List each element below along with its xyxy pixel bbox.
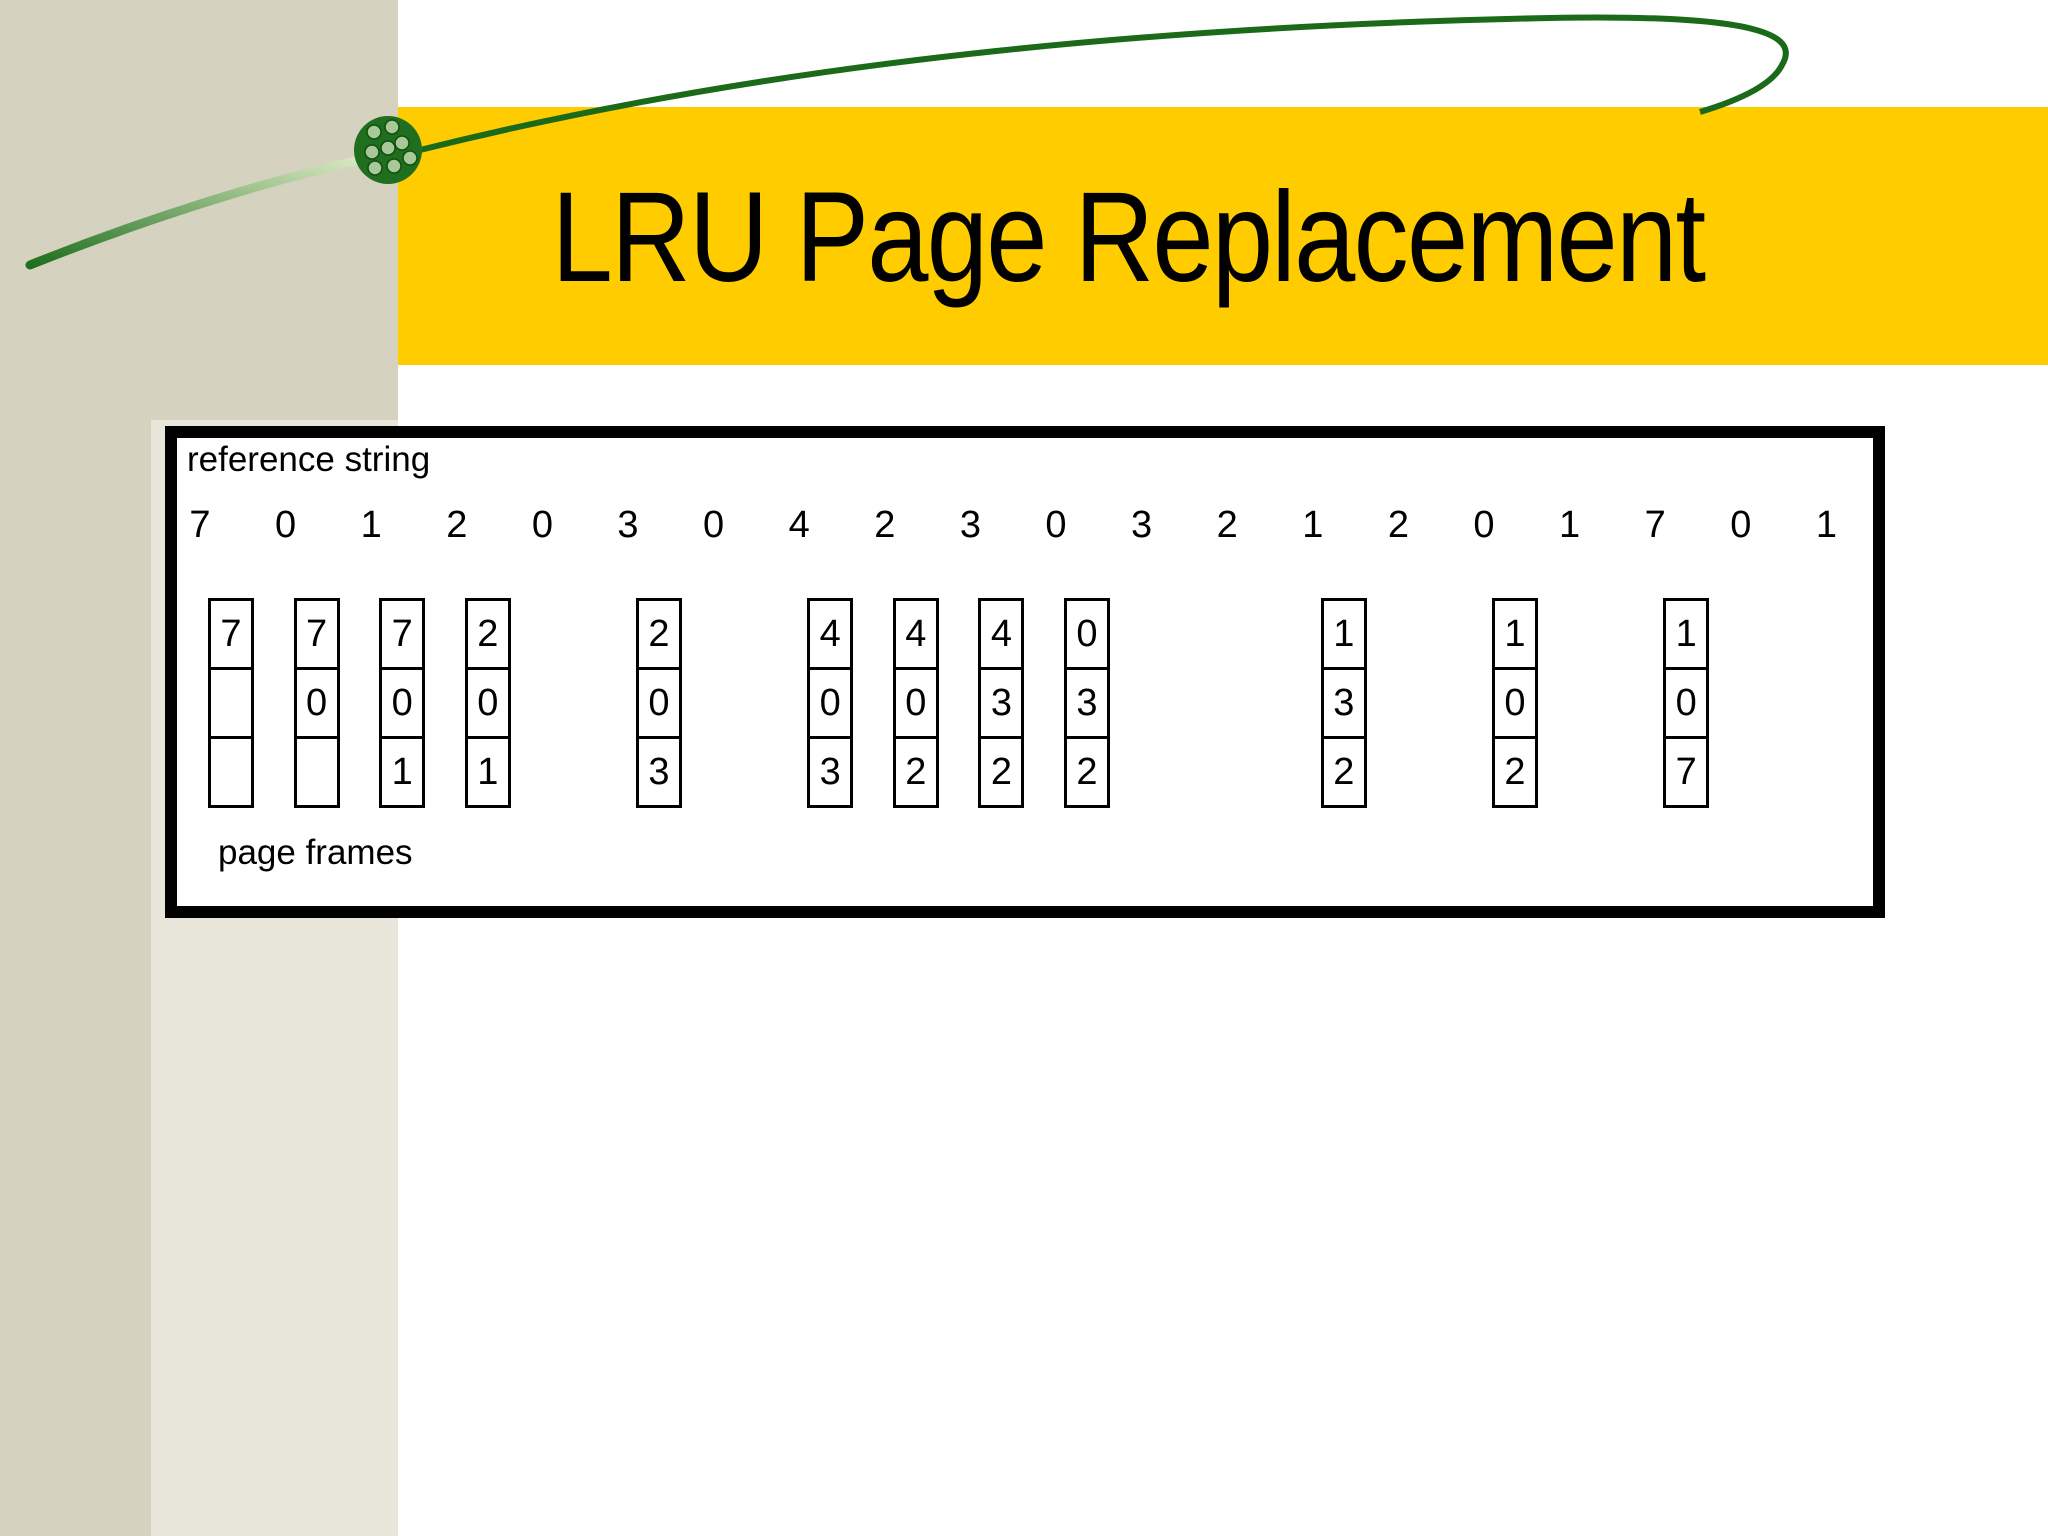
frame-cell: 1 (391, 751, 413, 793)
reference-number: 7 (189, 504, 211, 546)
reference-number: 1 (1302, 504, 1324, 546)
frame-cell: 7 (1675, 751, 1697, 793)
frame-cell: 0 (639, 670, 679, 739)
frame-cell: 3 (819, 751, 841, 793)
frame-column: 7 (208, 598, 254, 808)
frame-cell (297, 739, 337, 805)
reference-number: 0 (703, 504, 725, 546)
frame-cell: 2 (639, 601, 679, 670)
reference-number: 2 (446, 504, 468, 546)
frame-cell: 3 (1067, 670, 1107, 739)
frame-cell: 7 (382, 601, 423, 670)
frame-cell: 7 (296, 601, 337, 670)
reference-number: 4 (788, 504, 810, 546)
frame-cell (211, 670, 251, 739)
reference-string-label: reference string (187, 440, 431, 479)
frame-cell: 3 (648, 751, 670, 793)
frame-cell: 0 (810, 670, 851, 739)
frame-cell: 7 (211, 601, 251, 670)
frame-cell: 2 (905, 751, 927, 793)
frame-cell: 4 (981, 601, 1022, 670)
frame-cell: 1 (477, 751, 499, 793)
reference-number: 1 (1815, 504, 1837, 546)
frame-cell: 2 (1504, 751, 1526, 793)
frame-cell: 2 (467, 601, 508, 670)
frame-cell: 0 (1666, 670, 1707, 739)
reference-number: 0 (275, 504, 297, 546)
frame-cell: 1 (1495, 601, 1535, 670)
frame-cell: 2 (1076, 751, 1098, 793)
reference-number: 1 (360, 504, 382, 546)
reference-number: 0 (1045, 504, 1067, 546)
page-frames-label: page frames (218, 833, 413, 872)
frame-cell: 3 (1323, 670, 1364, 739)
reference-number: 2 (1216, 504, 1238, 546)
frame-cell: 0 (1495, 670, 1535, 739)
frame-cell: 2 (990, 751, 1012, 793)
frame-cell: 4 (810, 601, 851, 670)
reference-number: 2 (874, 504, 896, 546)
frame-cell: 3 (981, 670, 1022, 739)
frame-cell: 1 (1666, 601, 1707, 670)
frame-cell: 0 (1067, 601, 1107, 670)
reference-number: 7 (1644, 504, 1666, 546)
frame-cell: 0 (382, 670, 423, 739)
reference-number: 3 (959, 504, 981, 546)
frame-cell: 0 (296, 670, 337, 739)
reference-number: 3 (1131, 504, 1153, 546)
title-bar (398, 107, 2048, 365)
frame-cell: 0 (467, 670, 508, 739)
reference-number: 0 (531, 504, 553, 546)
diagram-border (165, 426, 1885, 918)
frame-cell: 1 (1323, 601, 1364, 670)
frame-cell: 2 (1333, 751, 1355, 793)
reference-number: 0 (1730, 504, 1752, 546)
reference-number: 3 (617, 504, 639, 546)
reference-number: 0 (1473, 504, 1495, 546)
frame-cell: 0 (895, 670, 936, 739)
reference-number: 1 (1559, 504, 1581, 546)
frame-cell (211, 739, 251, 805)
frame-cell: 4 (895, 601, 936, 670)
slide-title: LRU Page Replacement (551, 166, 1706, 309)
reference-number: 2 (1387, 504, 1409, 546)
